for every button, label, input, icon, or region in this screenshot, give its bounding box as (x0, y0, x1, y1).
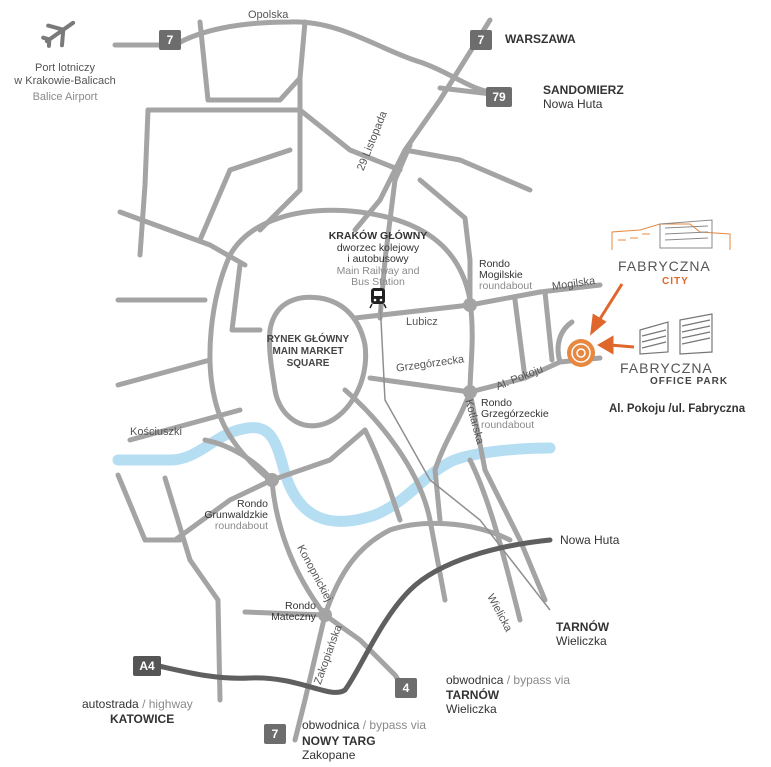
rondo-grzegorzeckie-line3: roundabout (481, 419, 535, 431)
place-rynek-line3: SQUARE (286, 358, 330, 369)
road-kosciuszki: Kościuszki (130, 426, 182, 438)
place-dworzec-line2: i autobusowy (347, 253, 409, 265)
fabryczna-city-illustration (611, 219, 731, 250)
fabryczna-office-logo-text: FABRYCZNA (620, 360, 713, 376)
rondo-grzegorzeckie-line1: Rondo (481, 397, 512, 409)
dest-warszawa: WARSZAWA (505, 32, 576, 46)
dest-wieliczka: Wieliczka (556, 634, 607, 648)
route-7-badge-north: 7 (470, 30, 492, 50)
road-lubicz: Lubicz (406, 316, 438, 328)
dest-nowa-huta-east: Nowa Huta (560, 533, 620, 547)
airport-label-line2: w Krakowie-Balicach (14, 75, 116, 87)
railway-line (379, 299, 551, 611)
airport-label-en: Balice Airport (32, 91, 98, 103)
dest-bypass-south: obwodnica / bypass via (302, 718, 427, 732)
fabryczna-city-subtitle: CITY (662, 276, 689, 287)
place-station-en-line2: Bus Station (351, 276, 405, 288)
dest-katowice: KATOWICE (110, 712, 175, 726)
roundabouts (265, 298, 477, 622)
rondo-mogilskie-line3: roundabout (479, 280, 533, 292)
fabryczna-location-marker (567, 339, 595, 367)
rondo-mogilskie-line2: Mogilskie (479, 269, 523, 281)
dest-nowy-targ: NOWY TARG (302, 734, 376, 748)
place-rynek-line2: MAIN MARKET (272, 346, 344, 357)
rondo-grunwaldzkie-line3: roundabout (214, 520, 268, 532)
place-station-en-line1: Main Railway and (336, 265, 420, 277)
bypass-road (137, 537, 553, 695)
rondo-grunwaldzkie-line1: Rondo (237, 498, 268, 510)
route-7-badge-south: 7 (264, 724, 286, 744)
rondo-grunwaldzkie-dot (265, 473, 279, 487)
place-krakow-glowny: KRAKÓW GŁÓWNY (328, 230, 428, 242)
pointer-arrows (590, 283, 635, 355)
route-7-badge-west: 7 (159, 30, 181, 50)
fabryczna-office-subtitle: OFFICE PARK (650, 376, 729, 387)
a4-badge: A4 (133, 656, 161, 676)
dest-bypass-east: obwodnica / bypass via (446, 673, 571, 687)
rondo-mateczny-line1: Rondo (285, 600, 316, 612)
airplane-icon (41, 20, 76, 48)
dest-tarnow-bypass: TARNÓW (446, 688, 500, 702)
dest-nowa-huta-north: Nowa Huta (543, 97, 603, 111)
rondo-mogilskie-dot (463, 298, 477, 312)
dest-tarnow: TARNÓW (556, 620, 610, 634)
office-park-illustration (639, 313, 713, 355)
rondo-mateczny-dot (318, 608, 332, 622)
place-dworzec-line1: dworzec kolejowy (336, 242, 420, 254)
rondo-mateczny-line2: Mateczny (271, 611, 316, 623)
airport-label-line1: Port lotniczy (35, 62, 95, 74)
train-icon (369, 288, 387, 309)
dest-autostrada: autostrada / highway (82, 697, 193, 711)
place-rynek-line1: RYNEK GŁÓWNY (266, 334, 350, 345)
dest-zakopane: Zakopane (302, 748, 356, 762)
road-opolska: Opolska (248, 9, 289, 21)
rondo-grunwaldzkie-line2: Grunwaldzkie (204, 509, 268, 521)
rondo-grzegorzeckie-dot (463, 385, 477, 399)
vistula-river (112, 422, 556, 527)
rondo-grzegorzeckie-line2: Grzegórzeckie (481, 408, 549, 420)
dest-sandomierz: SANDOMIERZ (543, 83, 624, 97)
route-79-badge: 79 (486, 87, 512, 107)
fabryczna-address: Al. Pokoju /ul. Fabryczna (609, 403, 746, 415)
route-4-badge: 4 (395, 678, 417, 698)
rondo-mogilskie-line1: Rondo (479, 258, 510, 270)
dest-wieliczka-bypass: Wieliczka (446, 702, 497, 716)
fabryczna-city-logo-text: FABRYCZNA (618, 258, 711, 274)
